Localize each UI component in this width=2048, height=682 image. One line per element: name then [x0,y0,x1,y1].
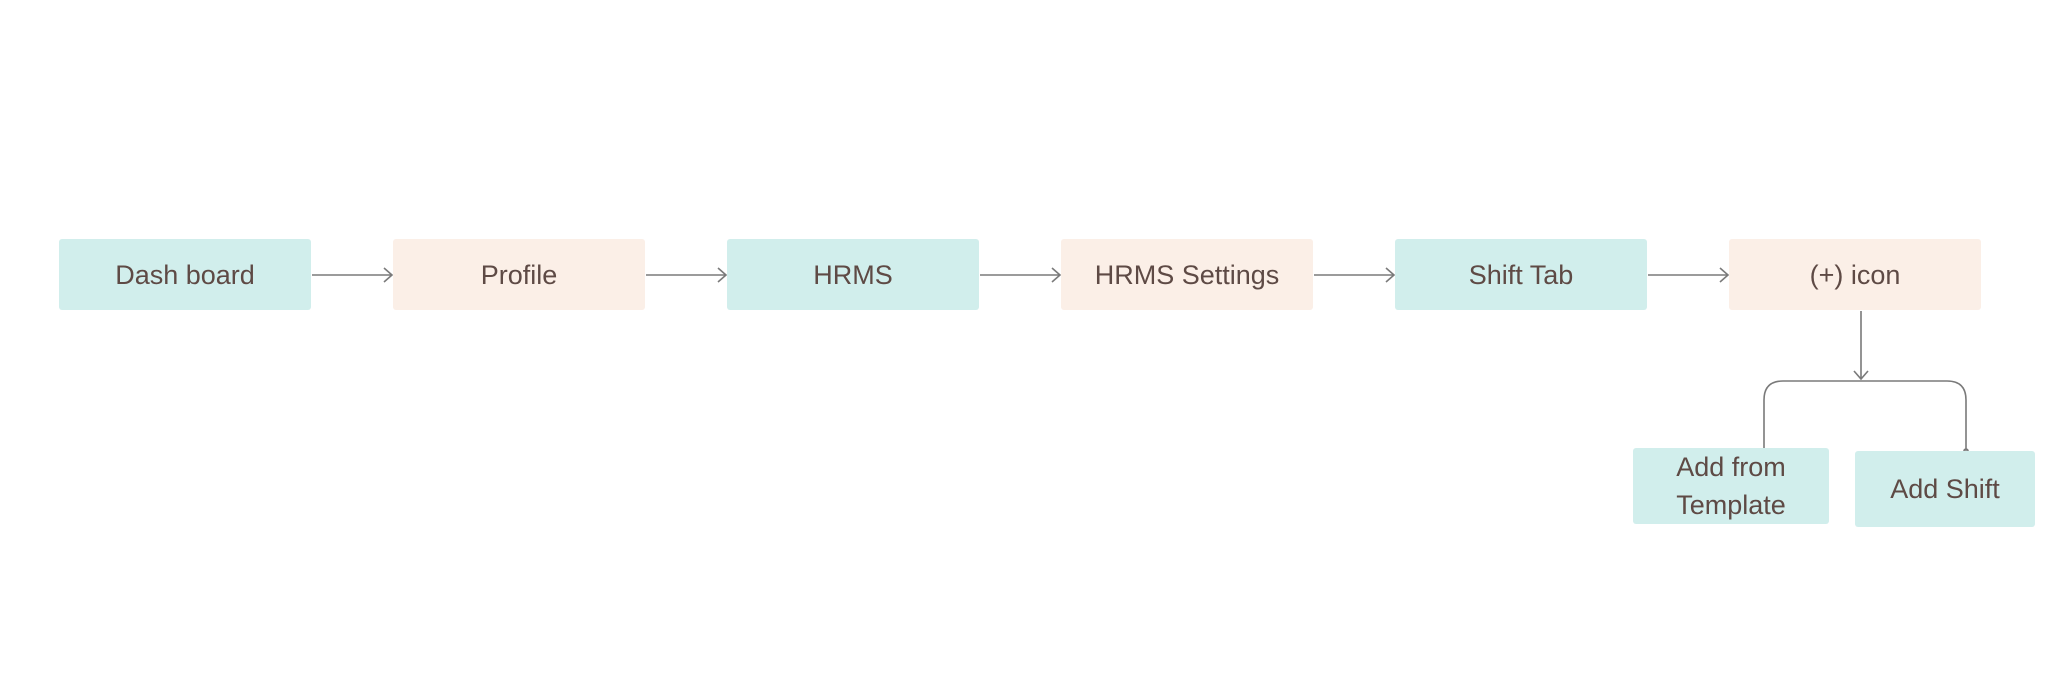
node-profile: Profile [393,239,645,310]
arrow-profile-hrms [646,267,728,283]
arrow-hrms-settings [980,267,1062,283]
node-label: Dash board [115,259,255,290]
node-label: Profile [480,259,558,290]
node-label: Add Shift [1890,474,2000,504]
node-plus-icon: (+) icon [1729,239,1981,310]
arrow-dashboard-profile [312,267,394,283]
node-hrms: HRMS [727,239,979,310]
node-label: HRMS [813,259,893,290]
node-add-from-template: Add from Template [1633,448,1829,524]
node-dashboard: Dash board [59,239,311,310]
node-add-shift: Add Shift [1855,451,2035,527]
arrow-shifttab-plus [1648,267,1730,283]
node-shift-tab: Shift Tab [1395,239,1647,310]
branch-connector [1763,380,1967,451]
node-hrms-settings: HRMS Settings [1061,239,1313,310]
arrow-settings-shifttab [1314,267,1396,283]
arrow-plus-down [1853,311,1869,381]
node-label: Add from Template [1676,452,1786,520]
node-label: HRMS Settings [1094,259,1280,290]
node-label: Shift Tab [1468,259,1574,290]
node-label: (+) icon [1809,259,1901,290]
